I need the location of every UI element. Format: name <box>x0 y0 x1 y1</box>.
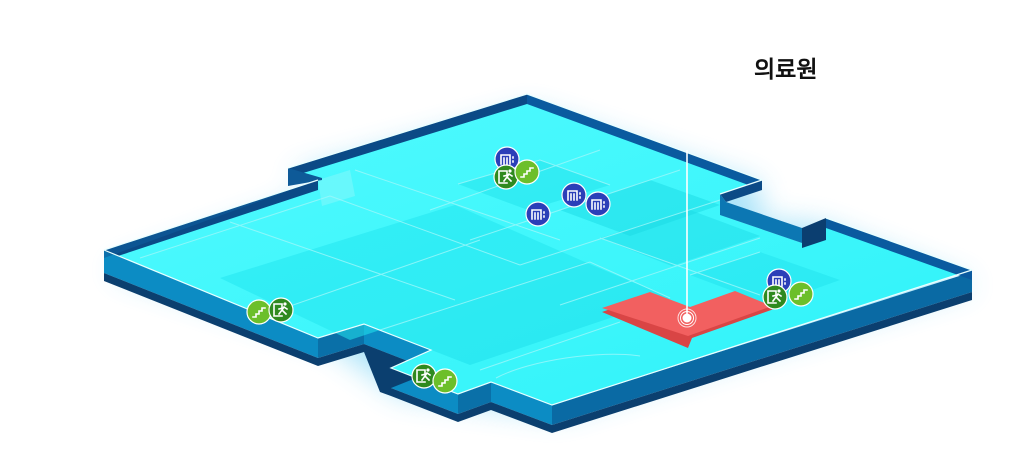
emergency-exit-icon[interactable] <box>762 284 788 310</box>
floor-slab-sides <box>104 250 972 433</box>
floor-surface <box>104 94 972 405</box>
emergency-exit-icon[interactable] <box>268 297 294 323</box>
emergency-exit-icon[interactable] <box>411 363 437 389</box>
stairs-icon[interactable] <box>246 299 272 325</box>
stairs-icon[interactable] <box>432 368 458 394</box>
selected-place-pin[interactable] <box>677 150 697 328</box>
elevator-icon[interactable] <box>561 182 587 208</box>
elevator-icon[interactable] <box>585 191 611 217</box>
stairs-icon[interactable] <box>788 281 814 307</box>
elevator-icon[interactable] <box>525 201 551 227</box>
elevator-icon[interactable] <box>494 146 520 172</box>
emergency-exit-icon[interactable] <box>493 164 519 190</box>
stairs-icon[interactable] <box>514 159 540 185</box>
selected-place-label[interactable]: 의료원 <box>754 57 818 83</box>
floor-walls <box>103 93 973 406</box>
facility-icons <box>246 146 814 394</box>
